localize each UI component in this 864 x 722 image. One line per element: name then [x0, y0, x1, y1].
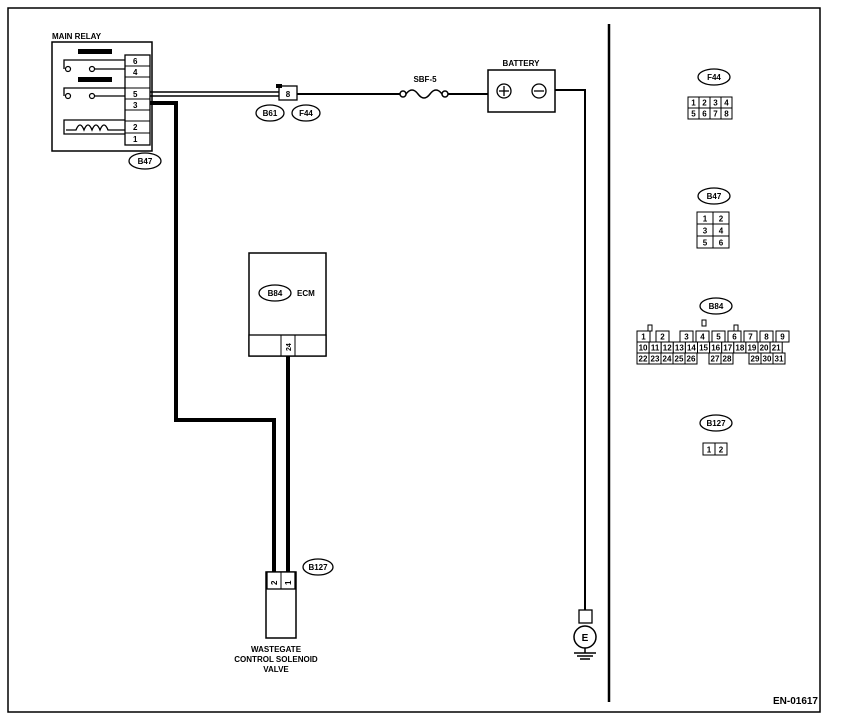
connector-b84-tag [258, 284, 292, 302]
connector-pin: 1 [707, 446, 712, 455]
view-b84-label: B84 [709, 302, 724, 311]
connector-b47-tag [128, 152, 162, 170]
connector-pin: 6 [719, 239, 724, 248]
relay-pin: 2 [133, 123, 138, 132]
wires [150, 89, 586, 612]
view-b127-label: B127 [706, 419, 726, 428]
solenoid-pin: 2 [270, 580, 279, 585]
fuse-label: SBF-5 [413, 75, 437, 84]
connector-pin: 5 [691, 110, 696, 119]
ecm-label: ECM [297, 289, 315, 298]
connector-f44-label: F44 [299, 109, 313, 118]
connector-pin: 9 [780, 333, 785, 342]
connector-pin: 17 [723, 344, 732, 353]
ecm-box [248, 252, 327, 357]
connector-b61-tag [255, 104, 285, 122]
connector-pin: 20 [760, 344, 769, 353]
view-b47-label: B47 [707, 192, 722, 201]
connector-pin: 19 [747, 344, 756, 353]
connector-pin: 5 [716, 333, 721, 342]
connector-view-b47: 1 2 3 4 5 6 [696, 211, 730, 249]
connector-b127-tag [302, 558, 334, 576]
connector-pin: 1 [703, 215, 708, 224]
view-b127-tag [699, 414, 733, 432]
connector-b127-label: B127 [308, 563, 328, 572]
connector-pin: 15 [699, 344, 708, 353]
diagram-frame [7, 7, 821, 713]
connector-pin: 7 [748, 333, 753, 342]
connector-pin: 1 [691, 99, 696, 108]
connector-pin: 21 [772, 344, 781, 353]
connector-pin: 14 [687, 344, 696, 353]
connector-pin: 6 [702, 110, 707, 119]
connector-pin: 28 [723, 355, 732, 364]
view-b47-tag [697, 187, 731, 205]
fuse-symbol [399, 89, 449, 99]
battery-symbol [487, 69, 556, 113]
connector-f44-tag [291, 104, 321, 122]
solenoid-label-line2: CONTROL SOLENOID [234, 655, 318, 664]
connector-pin: 24 [663, 355, 672, 364]
connector-pin: 23 [651, 355, 660, 364]
connector-pin: 26 [687, 355, 696, 364]
connector-pin: 5 [703, 239, 708, 248]
view-f44-label: F44 [707, 73, 721, 82]
ground-symbol [573, 609, 597, 660]
connector-pin: 3 [713, 99, 718, 108]
view-f44-tag [697, 68, 731, 86]
main-relay [51, 41, 153, 152]
connector-pin: 2 [719, 215, 724, 224]
connector-b61-label: B61 [263, 109, 278, 118]
solenoid-valve [265, 571, 297, 639]
connector-pin: 3 [703, 227, 708, 236]
connector-pin: 2 [660, 333, 665, 342]
connector-pin: 1 [641, 333, 646, 342]
connector-pin: 13 [675, 344, 684, 353]
connector-pin: 31 [775, 355, 784, 364]
relay-pin: 5 [133, 90, 138, 99]
ground-label: E [582, 633, 589, 644]
connector-b47-label: B47 [138, 157, 153, 166]
inline-connector [278, 85, 298, 101]
connector-pin: 8 [724, 110, 729, 119]
relay-pin: 6 [133, 57, 138, 66]
connector-pin: 8 [764, 333, 769, 342]
solenoid-label-line3: VALVE [263, 665, 289, 674]
view-b84-tag [699, 297, 733, 315]
connector-b84-label: B84 [268, 289, 283, 298]
connector-pin: 16 [711, 344, 720, 353]
connector-pin: 4 [724, 99, 729, 108]
connector-pin: 18 [735, 344, 744, 353]
connector-pin: 22 [639, 355, 648, 364]
connector-pin: 25 [675, 355, 684, 364]
solenoid-label-line1: WASTEGATE [251, 645, 302, 654]
connector-pin: 10 [639, 344, 648, 353]
figure-code: EN-01617 [773, 696, 818, 707]
connector-pin: 4 [700, 333, 705, 342]
relay-pin: 1 [133, 135, 138, 144]
main-relay-label: MAIN RELAY [52, 32, 102, 41]
connector-pin: 11 [651, 344, 660, 353]
connector-pin: 12 [663, 344, 672, 353]
ecm-pin: 24 [286, 343, 293, 351]
connector-pin: 2 [719, 446, 724, 455]
relay-pin: 4 [133, 68, 138, 77]
connector-pin: 29 [751, 355, 760, 364]
solenoid-pin: 1 [284, 580, 293, 585]
connector-pin: 30 [763, 355, 772, 364]
connector-pin: 27 [711, 355, 720, 364]
relay-pin: 3 [133, 101, 138, 110]
connector-pin: 3 [684, 333, 689, 342]
connector-pin: 6 [732, 333, 737, 342]
connector-pin: 7 [713, 110, 718, 119]
connector-pin: 4 [719, 227, 724, 236]
inline-connector-pin: 8 [286, 90, 291, 99]
battery-label: BATTERY [503, 59, 541, 68]
connector-pin: 2 [702, 99, 707, 108]
